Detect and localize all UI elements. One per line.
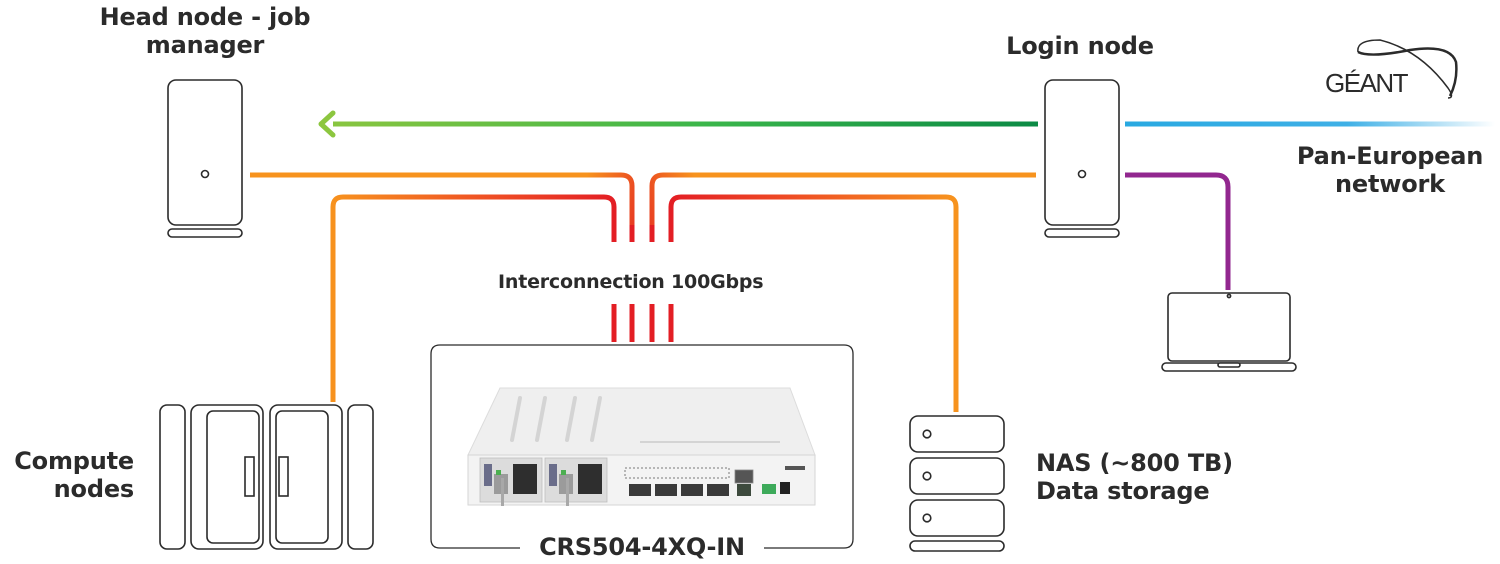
geant-logo-icon <box>1357 39 1458 99</box>
compute-nodes-label-line-1: Compute <box>14 447 134 475</box>
nas-label: NAS (~800 TB) Data storage <box>1036 449 1233 505</box>
arrow-head-icon <box>318 110 336 138</box>
interconnect-stubs <box>611 225 674 342</box>
compute-nodes-icon[interactable] <box>159 404 374 550</box>
head-node-icon[interactable] <box>167 79 243 238</box>
login-node-label: Login node <box>1006 32 1154 60</box>
external-network-label: Pan-European network <box>1280 142 1500 198</box>
nas-label-line-1: NAS (~800 TB) <box>1036 449 1233 477</box>
qsfp-ports <box>629 484 729 496</box>
edge-login-to-switch <box>649 172 1036 340</box>
switch-frame <box>430 344 854 549</box>
head-node-label: Head node - job manager <box>70 3 340 59</box>
external-network-label-line-1: Pan-European <box>1296 142 1484 170</box>
head-node-label-line-1: Head node - job <box>99 3 311 31</box>
psu-1 <box>479 457 543 506</box>
laptop-icon[interactable] <box>1161 292 1297 372</box>
edge-compute-to-switch <box>330 194 617 402</box>
edge-login-to-head <box>318 110 1038 138</box>
psu-2 <box>544 457 608 506</box>
head-node-label-line-2: manager <box>145 30 265 59</box>
nas-icon[interactable] <box>909 415 1005 552</box>
compute-nodes-label-line-2: nodes <box>53 474 135 503</box>
nas-label-line-2: Data storage <box>1036 476 1210 505</box>
edge-nas-to-switch <box>668 194 959 412</box>
geant-logo-text: GÉANT <box>1325 68 1409 98</box>
compute-nodes-label: Compute nodes <box>0 447 135 503</box>
edge-head-to-switch <box>250 172 635 340</box>
login-node-icon[interactable] <box>1044 79 1120 238</box>
switch-device-icon[interactable] <box>467 387 816 506</box>
switch-model-label: CRS504-4XQ-IN <box>539 533 745 561</box>
interconnect-label: Interconnection 100Gbps <box>498 271 764 293</box>
edge-login-to-laptop <box>1125 172 1231 290</box>
external-network-label-line-2: network <box>1335 169 1445 198</box>
